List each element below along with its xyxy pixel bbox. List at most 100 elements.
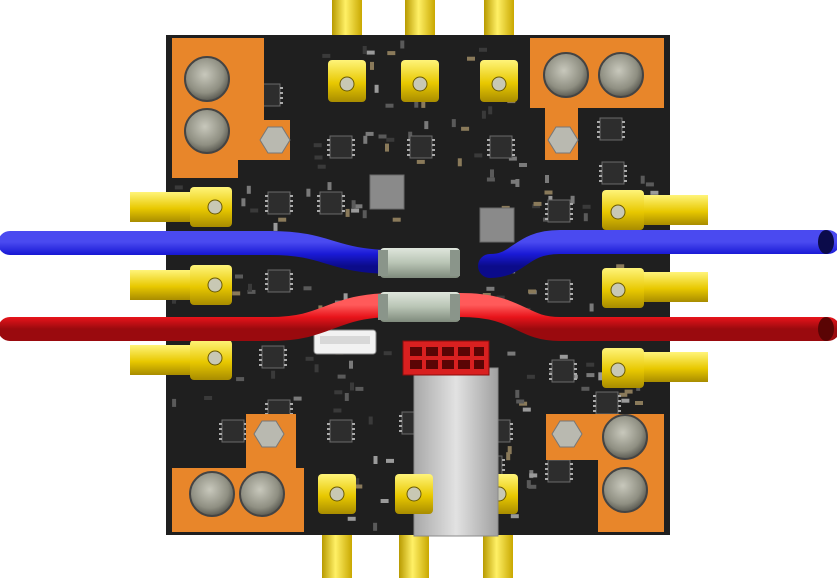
smd-part [392,217,401,222]
smd-part [373,456,378,464]
side-pin [640,352,708,382]
smd-part [650,190,659,195]
smd-part [235,274,243,279]
smd-part [589,303,594,312]
smd-part [362,210,367,219]
pin-hole [610,282,626,298]
smd-part [247,289,256,294]
ic-chip [593,391,621,415]
pin-hole [406,486,422,502]
smd-part [486,177,495,182]
smd-part [385,143,389,152]
side-pin [130,270,200,300]
smd-part [624,389,633,394]
mount-nuts [253,126,583,448]
smd-part [368,416,373,425]
capacitor [543,52,589,98]
smd-part [373,522,378,531]
side-pin [130,192,200,222]
smd-part [343,293,348,302]
capacitors [184,52,648,517]
smd-part [486,286,495,291]
smd-part [380,499,389,503]
smd-part [421,99,426,108]
capacitor [239,471,285,517]
smd-part [370,61,374,70]
smd-part [248,283,252,292]
ic-chip [219,419,247,443]
smd-part [349,360,353,369]
smd-part [519,163,527,167]
smd-part [424,121,429,130]
smd-part [516,399,525,404]
smd-part [241,198,246,207]
smd-part [354,484,363,489]
smd-part [640,175,645,184]
smd-part [250,208,259,213]
ic-chip [265,269,293,293]
smd-part [496,295,505,300]
solder-sleeves [378,248,460,322]
capacitor [184,108,230,154]
smd-part [347,516,356,521]
smd-part [461,126,470,131]
smd-part [586,362,595,367]
smd-part [293,396,302,401]
smd-part [386,137,395,142]
smd-part [515,389,520,398]
smd-part [383,351,392,356]
ic-chip [327,419,355,443]
pin-hole [207,277,223,293]
pin-hole [412,76,428,92]
smd-part [246,185,251,194]
smd-part [522,407,531,412]
side-pin [130,345,200,375]
smd-part [317,164,326,169]
smd-part [313,143,322,148]
smd-part [314,364,319,373]
smd-part [619,392,628,397]
smd-part [582,204,591,209]
smd-part [570,195,575,204]
capacitor [189,471,235,517]
side-pin [640,272,708,302]
white-jst-connector [313,329,377,355]
smd-part [174,185,183,190]
pin-hole [491,76,507,92]
capacitor [602,467,648,513]
smd-part [172,398,177,407]
smd-part [362,46,367,54]
ic-chip [259,345,287,369]
ic-chip [545,459,573,483]
ic-chip [327,135,355,159]
smd-part [519,401,528,406]
smd-part [508,156,517,161]
smd-part [204,396,213,400]
capacitor [602,414,648,460]
smd-part [488,106,493,115]
smd-part [598,372,603,381]
smd-part [334,390,343,395]
smd-part [278,217,287,222]
red-header-connector [402,340,490,376]
smd-part [273,222,278,231]
smd-part [400,40,405,49]
smd-part [510,514,519,519]
smd-part [322,53,331,58]
smd-part [345,208,350,217]
smd-part [344,393,349,401]
ic-chip [599,161,627,185]
smd-part [333,408,342,413]
smd-part [327,182,332,191]
smd-part [378,134,387,139]
smd-part [581,386,590,391]
smd-part [363,135,368,144]
smd-part [635,401,643,405]
ic-chip [545,199,573,223]
smd-part [515,179,520,187]
left-side-connectors [130,187,232,380]
pin-hole [339,76,355,92]
ic-chip [369,174,405,210]
smd-part [583,213,588,222]
blue-wire [0,230,837,278]
